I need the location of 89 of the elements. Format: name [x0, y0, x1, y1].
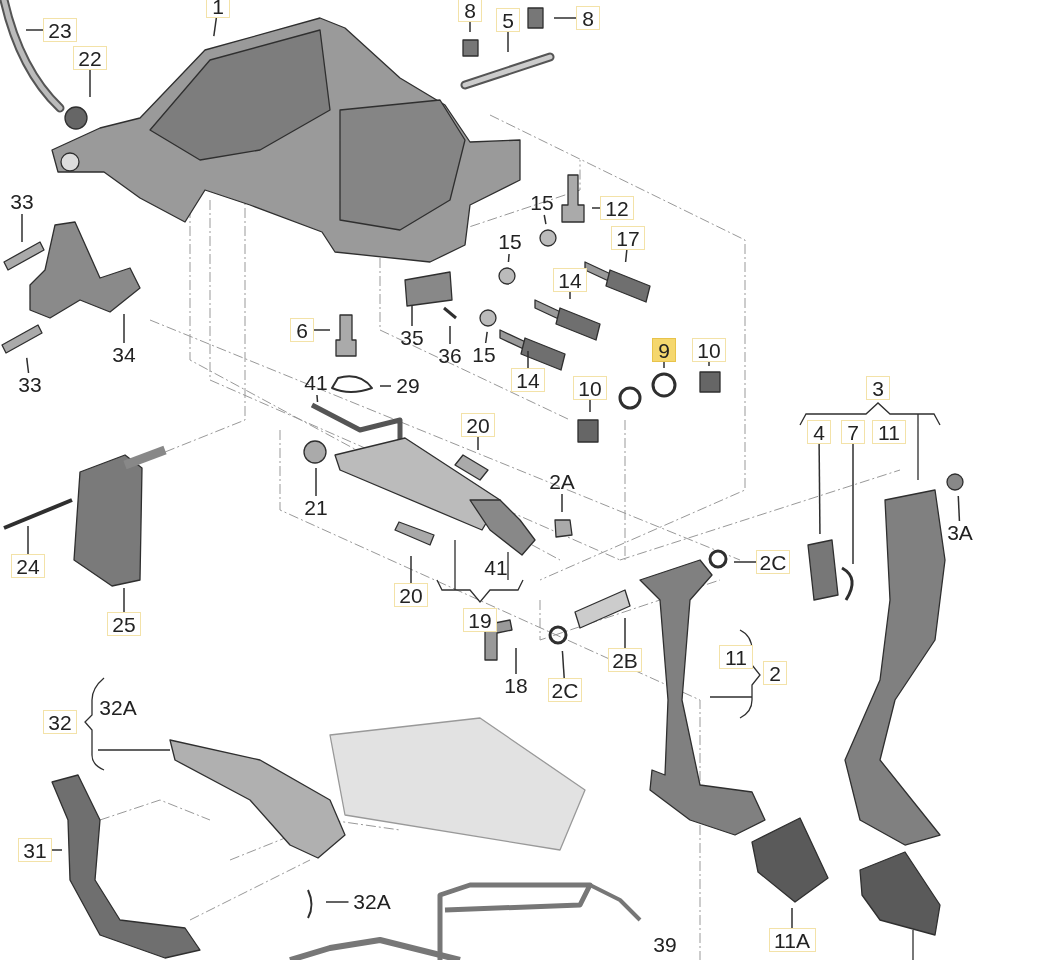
leader-line: [27, 525, 29, 555]
callout-number: 22: [73, 46, 107, 70]
callout-number: 32A: [98, 696, 138, 720]
leader-line: [791, 907, 793, 929]
callout-number: 31: [18, 838, 52, 862]
callout-number: 35: [395, 326, 429, 350]
leader-line: [708, 361, 710, 367]
callout-number: 20: [394, 583, 428, 607]
leader-line: [515, 647, 517, 675]
leader-line: [89, 69, 91, 98]
callout-number: 11A: [768, 928, 816, 952]
callout-number: 11: [872, 420, 906, 444]
leader-line: [123, 587, 125, 613]
leader-line: [818, 443, 821, 535]
callout-number: 32A: [348, 890, 396, 914]
leader-line: [553, 17, 577, 19]
leader-line: [315, 467, 317, 497]
leader-line: [663, 361, 665, 369]
callout-number: 2B: [608, 648, 642, 672]
callout-number: 15: [493, 230, 527, 254]
callout-number: 18: [499, 674, 533, 698]
callout-number: 25: [107, 612, 141, 636]
callout-number: 2A: [545, 470, 579, 494]
callout-number: 11: [719, 645, 753, 669]
leader-line: [589, 399, 591, 413]
leader-line: [852, 443, 854, 565]
callout-number: 15: [467, 343, 501, 367]
leader-line: [569, 291, 571, 300]
leader-line: [21, 213, 23, 243]
leader-line: [624, 617, 626, 649]
callout-number: 10: [692, 338, 726, 362]
leader-line: [624, 249, 628, 263]
callout-number: 12: [600, 196, 634, 220]
leader-line: [477, 436, 479, 451]
callout-number: 3A: [943, 521, 977, 545]
leader-line: [733, 561, 757, 563]
leader-line: [507, 253, 510, 263]
callout-number: 23: [43, 18, 77, 42]
callout-number: 2C: [756, 550, 790, 574]
callout-number: 21: [299, 496, 333, 520]
callout-number: 41: [483, 556, 509, 580]
callout-number: 24: [11, 554, 45, 578]
leader-line: [469, 21, 471, 33]
callout-number: 6: [290, 318, 314, 342]
leader-line: [410, 555, 412, 584]
leader-line: [25, 29, 44, 31]
callout-number: 8: [576, 6, 600, 30]
leader-line: [379, 385, 392, 387]
callout-number: 17: [611, 226, 645, 250]
callout-number: 4: [807, 420, 831, 444]
leader-line: [313, 329, 331, 331]
leader-line: [51, 849, 63, 851]
leader-line: [25, 357, 30, 374]
callout-number: 9: [652, 338, 676, 362]
callout-number: 2: [763, 661, 787, 685]
leader-line: [123, 313, 125, 344]
callout-number: 5: [496, 8, 520, 32]
callout-number: 15: [525, 191, 559, 215]
callout-number: 14: [553, 268, 587, 292]
leader-line: [325, 901, 350, 903]
callout-number: 32: [43, 710, 77, 734]
leader-line: [213, 17, 218, 37]
callout-number: 2C: [548, 678, 582, 702]
leader-line: [316, 394, 319, 403]
leader-line: [449, 325, 451, 345]
callout-number: 33: [13, 373, 47, 397]
callout-number: 10: [573, 376, 607, 400]
callout-number: 39: [652, 933, 678, 957]
callout-number: 36: [433, 344, 467, 368]
leader-line: [561, 650, 565, 679]
callout-number: 41: [299, 371, 333, 395]
leader-line: [507, 31, 509, 53]
leader-line: [411, 305, 413, 327]
leader-line: [561, 493, 563, 513]
leader-line: [484, 331, 488, 344]
callout-number: 19: [463, 608, 497, 632]
callout-number: 33: [5, 190, 39, 214]
callout-number: 1: [206, 0, 230, 18]
callout-number: 20: [461, 413, 495, 437]
callout-number: 14: [511, 368, 545, 392]
callout-number: 3: [866, 376, 890, 400]
leader-line: [543, 214, 547, 225]
leader-line: [591, 207, 601, 209]
leader-line: [527, 350, 529, 369]
callout-number: 8: [458, 0, 482, 22]
leader-line: [957, 495, 961, 522]
callout-number: 7: [841, 420, 865, 444]
callout-number: 34: [107, 343, 141, 367]
callout-number: 29: [391, 374, 425, 398]
